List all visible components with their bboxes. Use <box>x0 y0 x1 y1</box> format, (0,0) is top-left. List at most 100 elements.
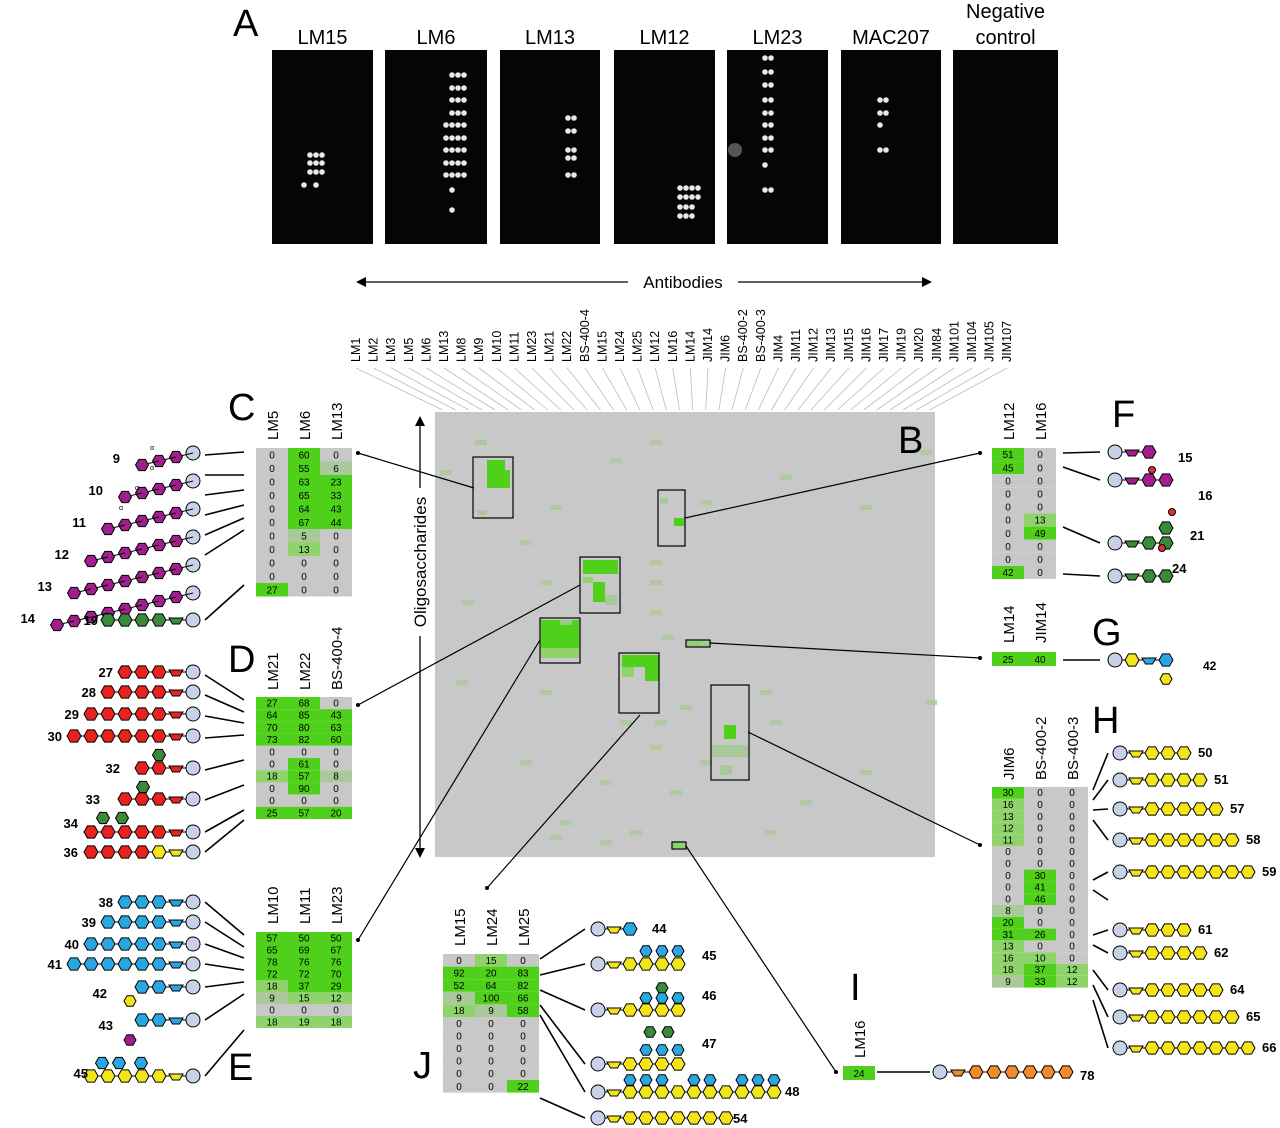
table-cell <box>256 556 288 570</box>
glucuronic-residue-icon <box>671 945 685 957</box>
heatmap-cell-faint <box>650 610 662 615</box>
xylose-residue-icon <box>622 1111 638 1125</box>
glycan-number: 40 <box>65 937 79 952</box>
heatmap-cell-faint <box>800 800 812 805</box>
galacturonic-residue-icon <box>134 458 150 472</box>
array-spot <box>443 122 449 128</box>
table-cell-value: 60 <box>330 735 342 746</box>
array-spot <box>695 194 701 200</box>
bracket-line <box>539 1004 586 1065</box>
heatmap-cell-faint <box>700 500 712 505</box>
galactose-residue-icon <box>151 685 167 699</box>
table-cell <box>288 515 320 529</box>
reducing-end-icon <box>1107 472 1123 488</box>
array-spot <box>461 122 467 128</box>
table-cell-value: 0 <box>333 747 339 758</box>
heatmap-cell-faint <box>770 720 782 725</box>
table-cell-value: 0 <box>1069 788 1075 799</box>
glucuronic-residue-icon <box>134 1013 150 1027</box>
table-cell <box>256 583 288 597</box>
rhamnose-residue-icon <box>661 1026 675 1038</box>
array-spot <box>449 72 455 78</box>
table-cell-value: 49 <box>1034 529 1046 540</box>
array-spot <box>689 204 695 210</box>
table-cell <box>1024 893 1056 905</box>
heatmap-cell-faint <box>650 440 662 445</box>
xylose-residue-icon <box>1128 950 1144 958</box>
table-cell <box>256 488 288 502</box>
xylose-residue-icon <box>1192 833 1208 847</box>
glycan-number: 34 <box>64 816 79 831</box>
xylose-residue-icon <box>1176 833 1192 847</box>
table-cell <box>256 932 288 944</box>
table-cell <box>1024 500 1056 514</box>
table-cell-value: 0 <box>269 451 275 462</box>
bracket-line <box>204 819 245 853</box>
table-cell <box>320 583 352 597</box>
heatmap-cell <box>672 842 686 848</box>
table-cell <box>256 992 288 1004</box>
glycan-number: 13 <box>38 579 52 594</box>
galactose-residue-icon <box>168 796 184 804</box>
xylose-residue-icon <box>606 1089 622 1097</box>
antibody-column-label: LM3 <box>384 338 398 362</box>
table-cell-value: 70 <box>266 723 278 734</box>
glucuronic-residue-icon <box>655 945 669 957</box>
rhamnose-residue-icon <box>151 613 167 627</box>
table-cell <box>256 806 288 819</box>
xylose-residue-icon <box>654 1057 670 1071</box>
table-cell <box>992 822 1024 835</box>
xylose-residue-icon <box>123 995 137 1007</box>
bracket-line <box>204 715 245 724</box>
glucuronic-residue-icon <box>117 915 133 929</box>
xylose-residue-icon <box>654 1111 670 1125</box>
table-cell <box>1056 905 1088 917</box>
table-cell <box>475 979 507 992</box>
array-spot <box>695 185 701 191</box>
table-cell-value: 0 <box>1037 463 1043 474</box>
bracket-line <box>204 674 245 701</box>
connector-lines <box>204 277 1109 1119</box>
heatmap-cell-faint <box>650 560 662 565</box>
table-cell-value: 0 <box>301 559 307 570</box>
xylose-residue-icon <box>1128 777 1144 785</box>
table-cell <box>288 529 320 543</box>
heatmap-cell-faint <box>780 475 792 480</box>
glucuronic-residue-icon <box>111 1056 127 1070</box>
table-header: BS-400-3 <box>1065 717 1082 780</box>
heatmap-cell-faint <box>680 705 692 710</box>
table-cell-value: 0 <box>520 956 526 967</box>
xylose-residue-icon <box>702 1085 718 1099</box>
heatmap-cell <box>660 498 668 504</box>
glucuronic-residue-icon <box>134 957 150 971</box>
glycan-number: 64 <box>1230 982 1245 997</box>
glucuronic-residue-icon <box>767 1074 781 1086</box>
table-cell-value: 78 <box>266 957 278 968</box>
table-cell-value: 57 <box>298 808 310 819</box>
table-cell <box>1024 487 1056 501</box>
table-cell <box>443 1042 475 1055</box>
microarray-image <box>614 50 715 244</box>
bracket-line <box>204 529 245 556</box>
rhamnose-residue-icon <box>1124 540 1140 548</box>
table-i: 24 <box>843 1066 875 1080</box>
galactose-residue-icon <box>151 825 167 839</box>
galacturonic-residue-icon <box>123 1034 137 1046</box>
heatmap-cell-faint <box>662 635 674 640</box>
table-cell <box>288 697 320 710</box>
glucuronic-residue-icon <box>151 980 167 994</box>
xylose-residue-icon <box>1160 773 1176 787</box>
glycan-number: 45 <box>74 1066 88 1081</box>
table-cell <box>288 770 320 783</box>
table-cell <box>288 733 320 746</box>
table-cell-value: 31 <box>1002 930 1014 941</box>
xylose-residue-icon <box>1160 946 1176 960</box>
antibody-column-label: LM12 <box>648 331 662 362</box>
galactose-residue-icon <box>117 685 133 699</box>
table-cell-value: 24 <box>853 1069 865 1080</box>
table-cell <box>443 1054 475 1068</box>
array-spot <box>301 182 307 188</box>
table-cell <box>1056 893 1088 905</box>
table-cell-value: 12 <box>330 993 342 1004</box>
